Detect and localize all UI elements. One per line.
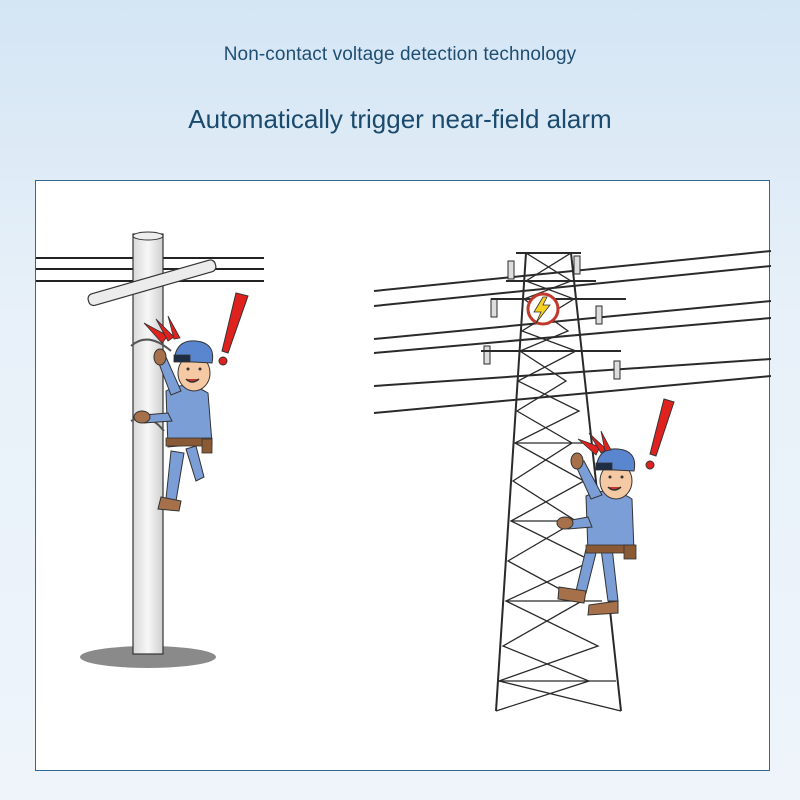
alarm-waves-icon: [577, 430, 612, 456]
worker-climbing-pole: [130, 292, 249, 512]
boot-icon: [157, 496, 182, 512]
pole-shadow: [80, 646, 216, 668]
worker-climbing-tower: [556, 398, 675, 616]
voltage-detector-icon: [173, 354, 191, 363]
transmission-tower: [373, 250, 771, 712]
alarm-waves-icon: [143, 315, 181, 344]
exclamation-icon: [645, 398, 675, 470]
boot-icon: [557, 586, 587, 604]
illustration-panel: [35, 180, 771, 771]
power-lines-right: [373, 250, 771, 414]
voltage-detector-icon: [595, 462, 613, 471]
illustration: [36, 231, 771, 712]
glove-icon: [556, 516, 574, 530]
exclamation-icon: [218, 292, 249, 366]
pole-crossarm: [87, 259, 217, 307]
boot-icon: [587, 600, 619, 616]
pole-shaft: [132, 233, 164, 655]
page-title: Automatically trigger near-field alarm: [188, 104, 612, 134]
glove-icon: [570, 452, 584, 470]
glove-icon: [133, 410, 151, 424]
subtitle: Non-contact voltage detection technology: [223, 44, 577, 65]
insulators: [483, 255, 621, 380]
lightning-warning-icon: [526, 292, 560, 326]
glove-icon: [153, 348, 167, 366]
utility-pole: [36, 231, 264, 668]
